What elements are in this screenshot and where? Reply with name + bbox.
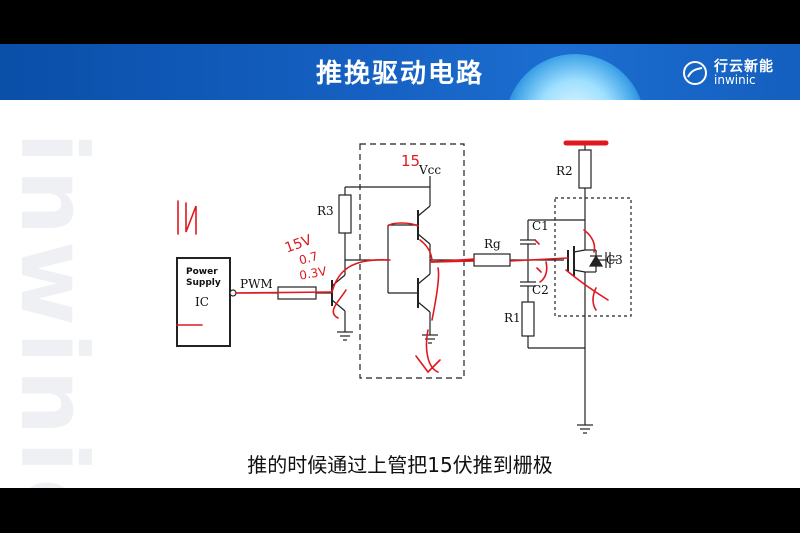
label-power: Power [186, 267, 218, 277]
slide: inwinic 推挽驱动电路 行云新能 inwinic [0, 44, 800, 488]
logo-icon [683, 61, 707, 85]
header-bar: 推挽驱动电路 行云新能 inwinic [0, 44, 800, 100]
label-rg: Rg [484, 237, 501, 251]
push-pull-circuit-diagram: Power Supply IC PWM R3 Vcc Rg R2 C1 C2 C… [176, 140, 632, 434]
rg-resistor [473, 253, 511, 267]
label-pwm: PWM [240, 277, 273, 291]
label-ic: IC [195, 295, 209, 309]
handwritten-annotations [176, 140, 609, 374]
r2-resistor [578, 149, 592, 189]
label-r1: R1 [504, 311, 521, 325]
handwritten-15: 15 [401, 152, 420, 170]
logo-name-cn: 行云新能 [714, 59, 774, 75]
label-c2: C2 [532, 283, 549, 297]
logo-name-en: inwinic [714, 73, 756, 87]
label-r3: R3 [317, 204, 334, 218]
label-c3: C3 [606, 253, 623, 267]
label-vcc: Vcc [418, 163, 441, 177]
handwritten-0-3v: 0.3V [298, 264, 328, 283]
subtitle-caption: 推的时候通过上管把15伏推到栅极 [247, 453, 553, 477]
brand-logo: 行云新能 inwinic [682, 54, 792, 90]
r3-resistor [338, 194, 352, 234]
handwritten-0-7: 0.7 [297, 249, 319, 267]
label-c1: C1 [532, 219, 549, 233]
label-supply: Supply [186, 278, 221, 288]
page-title: 推挽驱动电路 [315, 59, 484, 89]
power-supply-ic-box [176, 257, 231, 347]
label-r2: R2 [556, 164, 573, 178]
r1-resistor [521, 301, 535, 337]
igbt-module-box [554, 197, 632, 317]
